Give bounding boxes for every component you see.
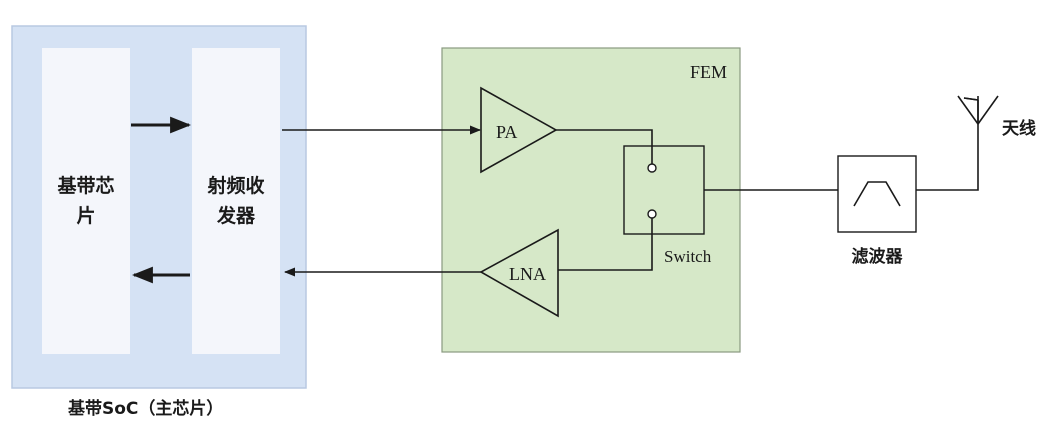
switch-contact-top: [647, 163, 657, 173]
lna-amplifier: [479, 228, 559, 318]
fem-label: FEM: [690, 62, 727, 82]
soc-caption: 基带SoC（主芯片）: [67, 398, 223, 419]
transceiver-block: [192, 48, 280, 354]
pa-amplifier: [480, 86, 558, 174]
baseband-chip-label-line1: 基带芯: [56, 174, 114, 197]
switch-label: Switch: [664, 247, 712, 266]
antenna-icon: [957, 95, 999, 125]
transceiver-label-line1: 射频收: [206, 174, 264, 197]
filter-to-antenna-line: [916, 100, 979, 191]
baseband-chip-block: [42, 48, 130, 354]
lna-label: LNA: [509, 264, 546, 284]
transceiver-label-line2: 发器: [216, 204, 256, 227]
filter-block: [837, 155, 917, 233]
filter-label: 滤波器: [852, 246, 904, 267]
pa-label: PA: [496, 122, 517, 142]
antenna-label: 天线: [1002, 118, 1036, 139]
baseband-chip-label-line2: 片: [76, 204, 95, 227]
switch-to-lna-line: [558, 218, 653, 271]
bandpass-icon: [853, 181, 901, 207]
switch-contact-bottom: [647, 209, 657, 219]
switch-block: [623, 145, 705, 235]
pa-to-switch-line: [556, 129, 653, 164]
